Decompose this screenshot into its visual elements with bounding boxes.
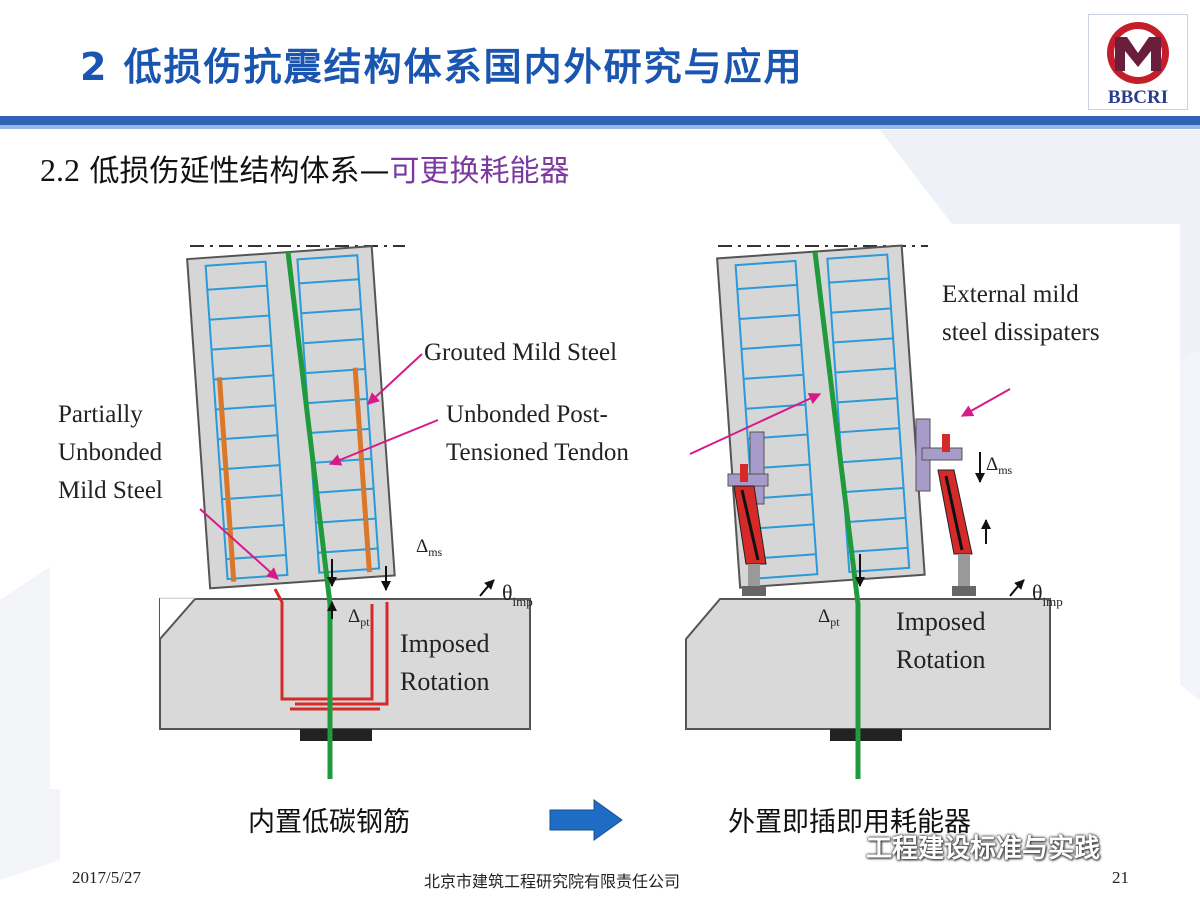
slide-title: 2 低损伤抗震结构体系国内外研究与应用: [80, 45, 804, 89]
left-anchor-plate: [300, 729, 372, 741]
caption-external-dissipater: 外置即插即用耗能器: [728, 807, 971, 838]
label-delta-pt-right: Δpt: [818, 606, 840, 629]
figure-panel: Partially Unbonded Mild Steel Grouted Mi…: [50, 224, 1180, 789]
left-subfigure: Partially Unbonded Mild Steel Grouted Mi…: [58, 245, 629, 779]
logo-text: BBCRI: [1107, 87, 1169, 108]
right-dissipater: [937, 434, 976, 596]
right-wall: [716, 244, 926, 589]
label-delta-ms-right: Δms: [986, 454, 1013, 477]
section-title: 低损伤延性结构体系—: [89, 154, 390, 189]
right-subfigure: External mild steel dissipaters Imposed …: [685, 244, 1100, 779]
caption-internal-steel: 内置低碳钢筋: [248, 807, 410, 838]
footer-organization: 北京市建筑工程研究院有限责任公司: [424, 872, 681, 891]
header-rule: [0, 116, 1200, 125]
label-unbonded: Unbonded: [58, 439, 163, 466]
label-tendon-line1: Unbonded Post-: [446, 401, 608, 428]
label-imposed-right: Imposed: [896, 607, 986, 636]
logo-m-icon: [1107, 22, 1169, 84]
label-delta-pt: Δpt: [348, 606, 370, 629]
label-partially: Partially: [58, 401, 143, 428]
footer-date: 2017/5/27: [72, 868, 141, 887]
label-theta-imp: θimp: [502, 580, 533, 609]
label-delta-ms: Δms: [416, 536, 443, 559]
label-mild-steel: Mild Steel: [58, 477, 163, 504]
section-number: 2.2: [40, 152, 80, 188]
header-rule-accent: [0, 125, 1200, 129]
section-heading: 2.2 低损伤延性结构体系—可更换耗能器: [40, 146, 570, 190]
label-external-line1: External mild: [942, 281, 1079, 308]
watermark-text: 工程建设标准与实践: [866, 834, 1101, 864]
label-tendon-line2: Tensioned Tendon: [446, 439, 629, 466]
footer-page-number: 21: [1112, 868, 1129, 887]
section-highlight: 可更换耗能器: [389, 154, 570, 189]
label-external-line2: steel dissipaters: [942, 319, 1100, 346]
label-rotation: Rotation: [400, 667, 490, 696]
left-dissipater: [733, 464, 767, 596]
blue-right-arrow-icon: [549, 799, 623, 841]
label-rotation-right: Rotation: [896, 645, 986, 674]
label-imposed: Imposed: [400, 629, 490, 658]
wechat-watermark: 工程建设标准与实践: [826, 828, 1100, 865]
bbcri-logo: BBCRI: [1088, 14, 1188, 110]
label-theta-imp-right: θimp: [1032, 580, 1063, 609]
right-foundation: [685, 598, 1051, 730]
rocking-wall-diagram: Partially Unbonded Mild Steel Grouted Mi…: [58, 244, 1100, 779]
label-grouted-mild-steel: Grouted Mild Steel: [424, 339, 617, 366]
right-anchor-plate: [830, 729, 902, 741]
slide-header: 2 低损伤抗震结构体系国内外研究与应用 BBCRI: [0, 0, 1200, 118]
wechat-icon: [826, 836, 859, 863]
